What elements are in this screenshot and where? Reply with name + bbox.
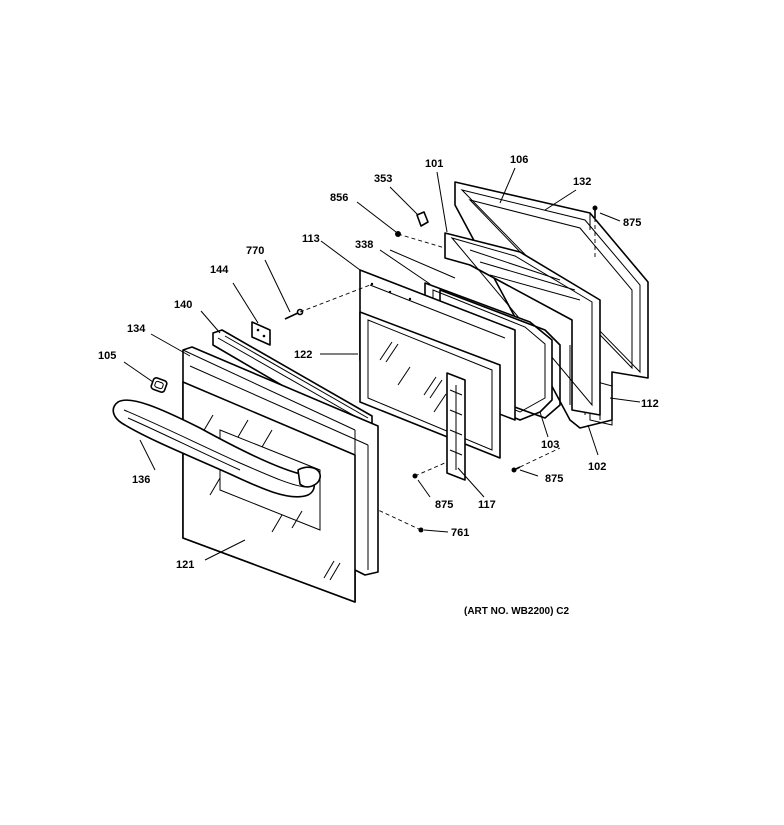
callout-770: 770	[246, 245, 264, 257]
callout-875-right: 875	[545, 473, 563, 485]
callout-103: 103	[541, 439, 559, 451]
callout-106: 106	[510, 154, 528, 166]
screw-770	[284, 308, 304, 320]
art-number-caption: (ART NO. WB2200) C2	[464, 606, 569, 617]
callout-134: 134	[127, 323, 146, 335]
callout-105: 105	[98, 350, 116, 362]
screw-875-top	[592, 205, 598, 218]
leader-lines	[123, 167, 641, 561]
callout-338: 338	[355, 239, 373, 251]
screw-875-right	[511, 466, 521, 473]
callout-labels: 101 106 353 132 856 875 113 338 770 144 …	[98, 154, 659, 571]
callout-113: 113	[302, 233, 320, 245]
door-handle-136	[112, 399, 321, 498]
callout-875-left: 875	[435, 499, 453, 511]
callout-856: 856	[330, 192, 348, 204]
clip-353	[416, 211, 429, 227]
callout-353: 353	[374, 173, 392, 185]
callout-140: 140	[174, 299, 192, 311]
glass-retainer-117	[446, 372, 466, 481]
callout-144: 144	[210, 264, 229, 276]
bracket-144	[251, 321, 271, 346]
callout-112: 112	[641, 398, 659, 410]
callout-122: 122	[294, 349, 312, 361]
outer-door-panel-121	[182, 346, 379, 603]
callout-117: 117	[478, 499, 496, 511]
callout-136: 136	[132, 474, 150, 486]
callout-132: 132	[573, 176, 591, 188]
callout-875-top: 875	[623, 217, 641, 229]
alignment-lines	[299, 218, 596, 531]
callout-102: 102	[588, 461, 606, 473]
handle-cap-105	[150, 377, 168, 393]
callout-101: 101	[425, 158, 443, 170]
callout-761: 761	[451, 527, 469, 539]
callout-121: 121	[176, 559, 194, 571]
